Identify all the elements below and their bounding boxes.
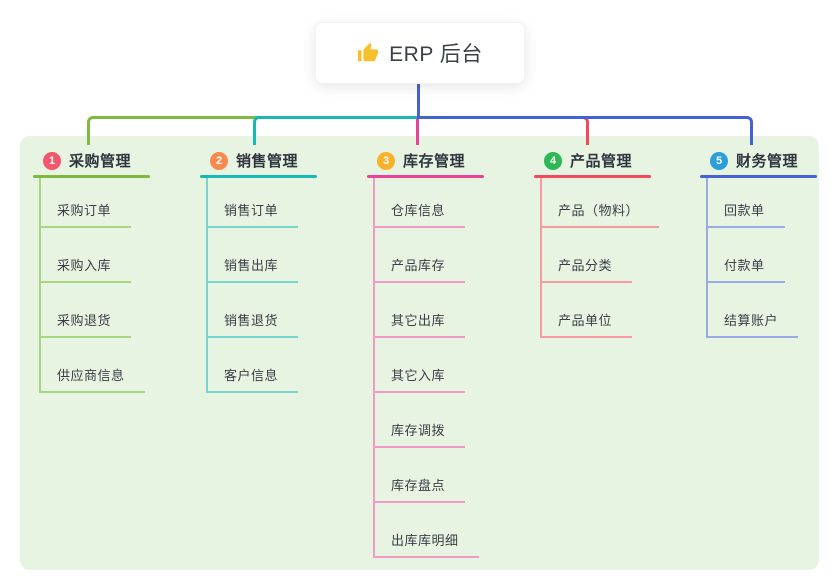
child-node[interactable]: 产品分类 <box>540 228 633 283</box>
child-node[interactable]: 采购退货 <box>39 283 132 338</box>
connector-branch-5 <box>417 116 753 145</box>
child-node[interactable]: 产品单位 <box>540 283 633 338</box>
branch-column-1: 1 采购管理采购订单采购入库采购退货供应商信息 <box>33 146 193 393</box>
children-trunk-line <box>706 178 708 338</box>
child-node[interactable]: 库存盘点 <box>373 448 466 503</box>
children-list: 销售订单销售出库销售退货客户信息 <box>200 178 360 393</box>
branch-label: 产品管理 <box>570 153 633 170</box>
connector-root <box>417 82 420 119</box>
connector-branch-3 <box>416 119 419 145</box>
child-node[interactable]: 其它出库 <box>373 283 466 338</box>
child-node[interactable]: 付款单 <box>706 228 785 283</box>
child-node[interactable]: 销售出库 <box>206 228 299 283</box>
children-list: 回款单付款单结算账户 <box>700 178 839 338</box>
branch-number-badge-icon: 4 <box>544 151 562 170</box>
branch-number-badge-icon: 1 <box>43 151 61 170</box>
child-node[interactable]: 销售退货 <box>206 283 299 338</box>
child-node[interactable]: 出库库明细 <box>373 503 479 558</box>
branch-header-5[interactable]: 5 财务管理 <box>700 146 839 175</box>
branch-underline <box>33 175 150 178</box>
children-trunk-line <box>540 178 542 338</box>
branch-label: 销售管理 <box>236 153 299 170</box>
child-node[interactable]: 采购订单 <box>39 178 132 228</box>
branches-panel <box>20 136 819 570</box>
child-node[interactable]: 回款单 <box>706 178 785 228</box>
branch-header-1[interactable]: 1 采购管理 <box>33 146 193 175</box>
branch-number-badge-icon: 2 <box>210 151 228 170</box>
branch-header-3[interactable]: 3 库存管理 <box>367 146 527 175</box>
branch-label: 采购管理 <box>69 153 132 170</box>
branch-label: 库存管理 <box>403 153 466 170</box>
branch-label: 财务管理 <box>736 153 799 170</box>
branch-column-5: 5 财务管理回款单付款单结算账户 <box>700 146 839 338</box>
branch-header-2[interactable]: 2 销售管理 <box>200 146 360 175</box>
branch-column-3: 3 库存管理仓库信息产品库存其它出库其它入库库存调拨库存盘点出库库明细 <box>367 146 527 558</box>
children-list: 采购订单采购入库采购退货供应商信息 <box>33 178 193 393</box>
child-node[interactable]: 产品库存 <box>373 228 466 283</box>
child-node[interactable]: 客户信息 <box>206 338 299 393</box>
branch-underline <box>367 175 484 178</box>
child-node[interactable]: 销售订单 <box>206 178 299 228</box>
children-list: 仓库信息产品库存其它出库其它入库库存调拨库存盘点出库库明细 <box>367 178 527 558</box>
branch-column-4: 4 产品管理产品（物料）产品分类产品单位 <box>534 146 694 338</box>
branch-number-badge-icon: 3 <box>377 151 395 170</box>
thumbs-up-icon <box>357 42 379 64</box>
branch-header-4[interactable]: 4 产品管理 <box>534 146 694 175</box>
child-node[interactable]: 供应商信息 <box>39 338 145 393</box>
child-node[interactable]: 其它入库 <box>373 338 466 393</box>
branch-number-badge-icon: 5 <box>710 151 728 170</box>
children-list: 产品（物料）产品分类产品单位 <box>534 178 694 338</box>
branch-underline <box>534 175 651 178</box>
child-node[interactable]: 结算账户 <box>706 283 799 338</box>
branch-column-2: 2 销售管理销售订单销售出库销售退货客户信息 <box>200 146 360 393</box>
child-node[interactable]: 仓库信息 <box>373 178 466 228</box>
connector-branch-2 <box>253 116 420 145</box>
child-node[interactable]: 采购入库 <box>39 228 132 283</box>
child-node[interactable]: 产品（物料） <box>540 178 660 228</box>
branch-underline <box>200 175 317 178</box>
branch-underline <box>700 175 817 178</box>
children-trunk-line <box>39 178 41 393</box>
child-node[interactable]: 库存调拨 <box>373 393 466 448</box>
children-trunk-line <box>206 178 208 393</box>
children-trunk-line <box>373 178 375 558</box>
root-node[interactable]: ERP 后台 <box>315 22 525 84</box>
root-label: ERP 后台 <box>389 43 483 66</box>
